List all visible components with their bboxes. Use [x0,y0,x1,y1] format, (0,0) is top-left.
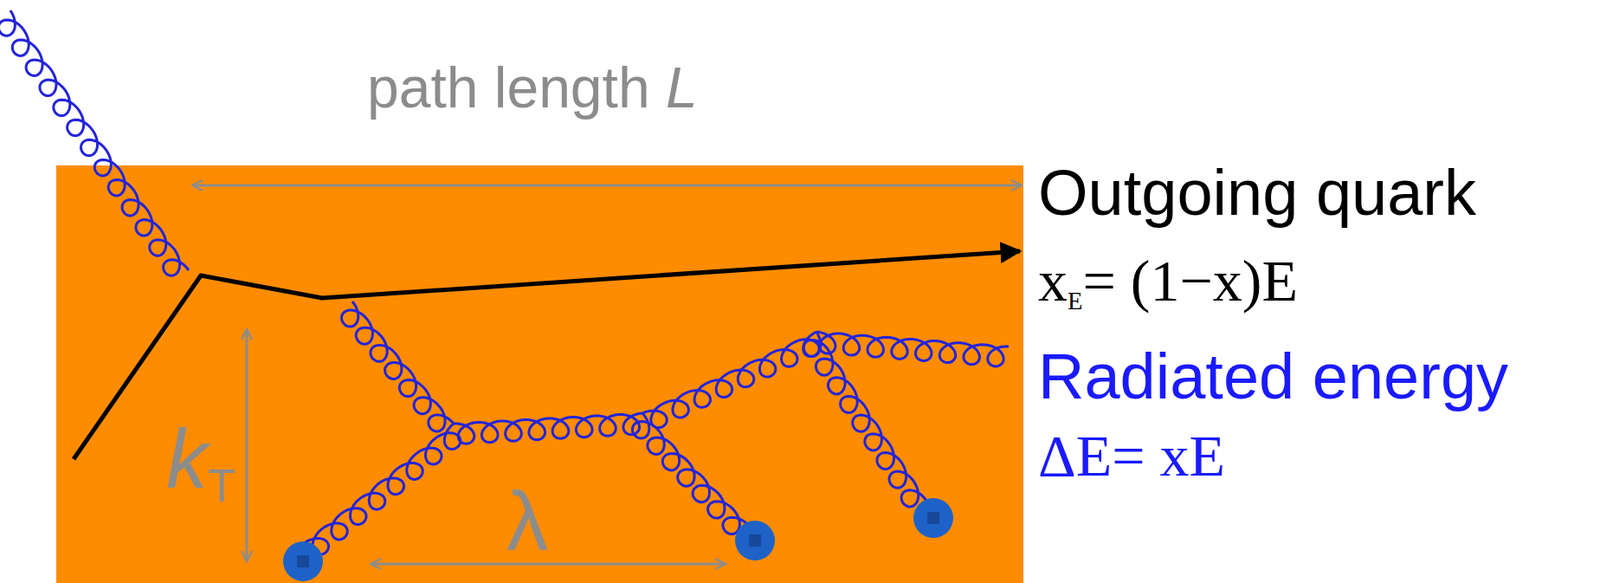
scattering-center-core [748,534,762,547]
radiated-label: Radiated energy [1038,344,1509,409]
particle-label: Outgoing quark [1038,156,1477,229]
path-length-label: path lengthL [367,58,698,117]
lambda-label: λ [506,479,549,563]
gluon-line [0,10,189,276]
energy-label: Radiated energy [1038,340,1509,413]
subscript-label: T [207,459,236,511]
symbol-label: λ [506,474,549,568]
lambda-arrow [370,562,726,566]
symbol-label: L [665,55,698,120]
gluon-group [0,10,1009,555]
formula-label: = (1−x)E [1082,247,1298,314]
scattering-center-core [927,511,940,524]
gluon-line [341,301,455,432]
gluon-line [803,331,927,507]
kt-label: kT [166,417,236,510]
gluon-line [453,412,643,444]
quark-label: Outgoing quark [1038,161,1477,226]
scattering-center [913,497,954,538]
subscript-label: E [1067,287,1083,315]
axis-label: path length [367,55,651,120]
symbol-label: k [166,412,208,505]
radiated-energy: ΔE= xE [1038,425,1226,485]
scattering-center [283,541,323,581]
gluon-line [303,423,461,555]
scattering-center-core [296,554,310,568]
gluon-line [632,412,749,535]
formula-label: ΔE= xE [1038,422,1226,489]
path-length-arrow [192,184,1022,188]
medium-region [56,165,1024,583]
gluon-line [642,331,820,428]
gluon-line [816,331,1009,367]
symbol-label: x [1038,247,1068,314]
quark-energy: xE= (1−x)E [1038,251,1298,315]
scattering-center [735,520,775,561]
kt-arrow [245,329,249,562]
